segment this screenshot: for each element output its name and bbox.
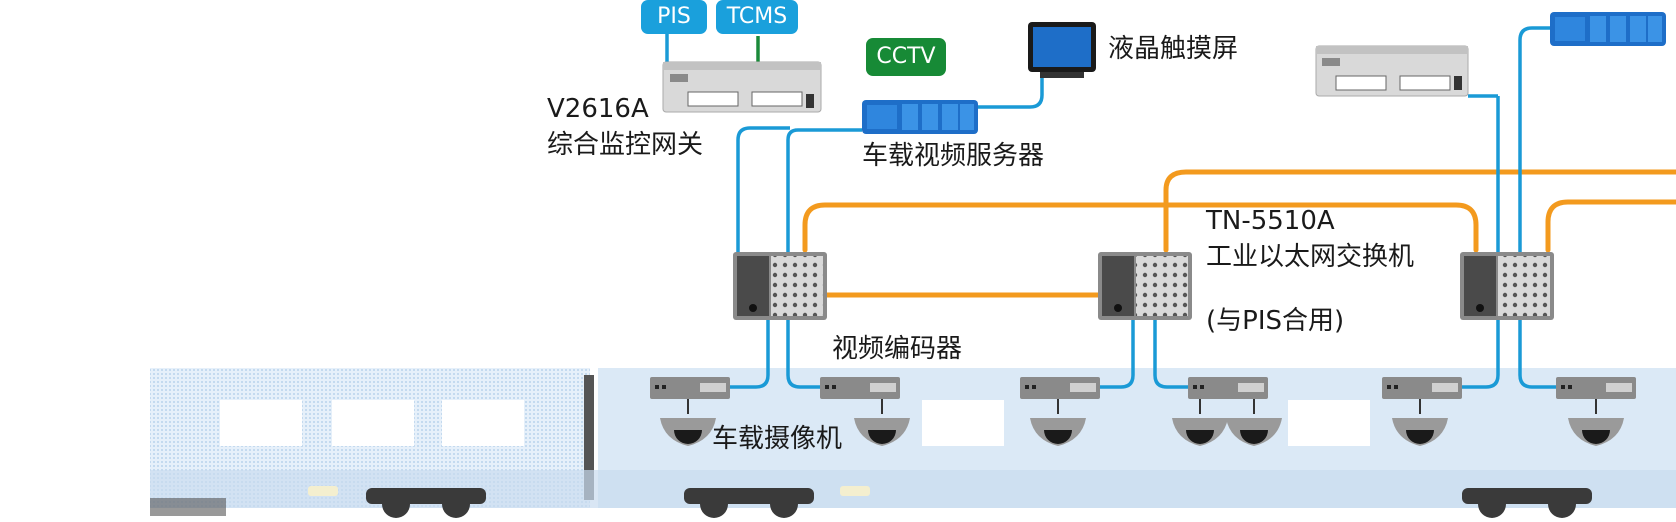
bogie	[366, 488, 1592, 518]
video-server-icon	[862, 100, 978, 134]
pis-tag-label: PIS	[657, 4, 691, 29]
dome-camera-icon	[1030, 418, 1086, 446]
ethernet-switch-icon	[1460, 252, 1554, 320]
dome-camera-icon	[1392, 418, 1448, 446]
gateway-device-icon	[662, 61, 822, 113]
train-window	[442, 400, 524, 446]
train-window	[922, 400, 1004, 446]
video-encoder-icon	[650, 377, 730, 399]
lcd-monitor-icon	[1028, 22, 1096, 78]
dome-camera-icon	[1172, 418, 1228, 446]
train-window	[332, 400, 414, 446]
video-links	[665, 20, 1556, 389]
tcms-tag-label: TCMS	[726, 4, 788, 29]
encoder-label: 视频编码器	[832, 334, 963, 364]
ethernet-switch-icon	[1098, 252, 1192, 320]
video-encoder-icon	[1382, 377, 1462, 399]
video-encoder-icon	[1188, 377, 1268, 399]
switch-name-label: 工业以太网交换机	[1206, 242, 1415, 272]
switch-note-label: (与PIS合用)	[1206, 306, 1345, 336]
train-window	[220, 400, 302, 446]
cctv-tag-label: CCTV	[876, 44, 936, 69]
video-encoder-icon	[820, 377, 900, 399]
ethernet-switch-icon	[733, 252, 827, 320]
gateway-device-icon	[1315, 45, 1469, 97]
dome-camera-icon	[854, 418, 910, 446]
ethernet-backbone	[802, 169, 1676, 298]
train-gangway	[584, 375, 594, 500]
pis-tag	[641, 0, 707, 34]
video-server-icon	[1550, 12, 1666, 46]
dome-camera-icon	[1568, 418, 1624, 446]
camera-mounts	[687, 399, 1597, 414]
camera-label: 车载摄像机	[712, 424, 843, 454]
video-encoder-icon	[1020, 377, 1100, 399]
video-encoder-icon	[1556, 377, 1636, 399]
tcms-tag	[716, 0, 798, 34]
dome-camera-icon	[1226, 418, 1282, 446]
gateway-name-label: 综合监控网关	[547, 130, 704, 160]
lcd-label: 液晶触摸屏	[1108, 34, 1239, 64]
switch-model-label: TN-5510A	[1206, 206, 1335, 236]
train-window	[1288, 400, 1370, 446]
dome-camera-icon	[660, 418, 716, 446]
video-server-label: 车载视频服务器	[862, 141, 1045, 171]
train	[150, 368, 1676, 518]
gateway-model-label: V2616A	[547, 94, 649, 124]
cctv-tag	[866, 38, 946, 76]
